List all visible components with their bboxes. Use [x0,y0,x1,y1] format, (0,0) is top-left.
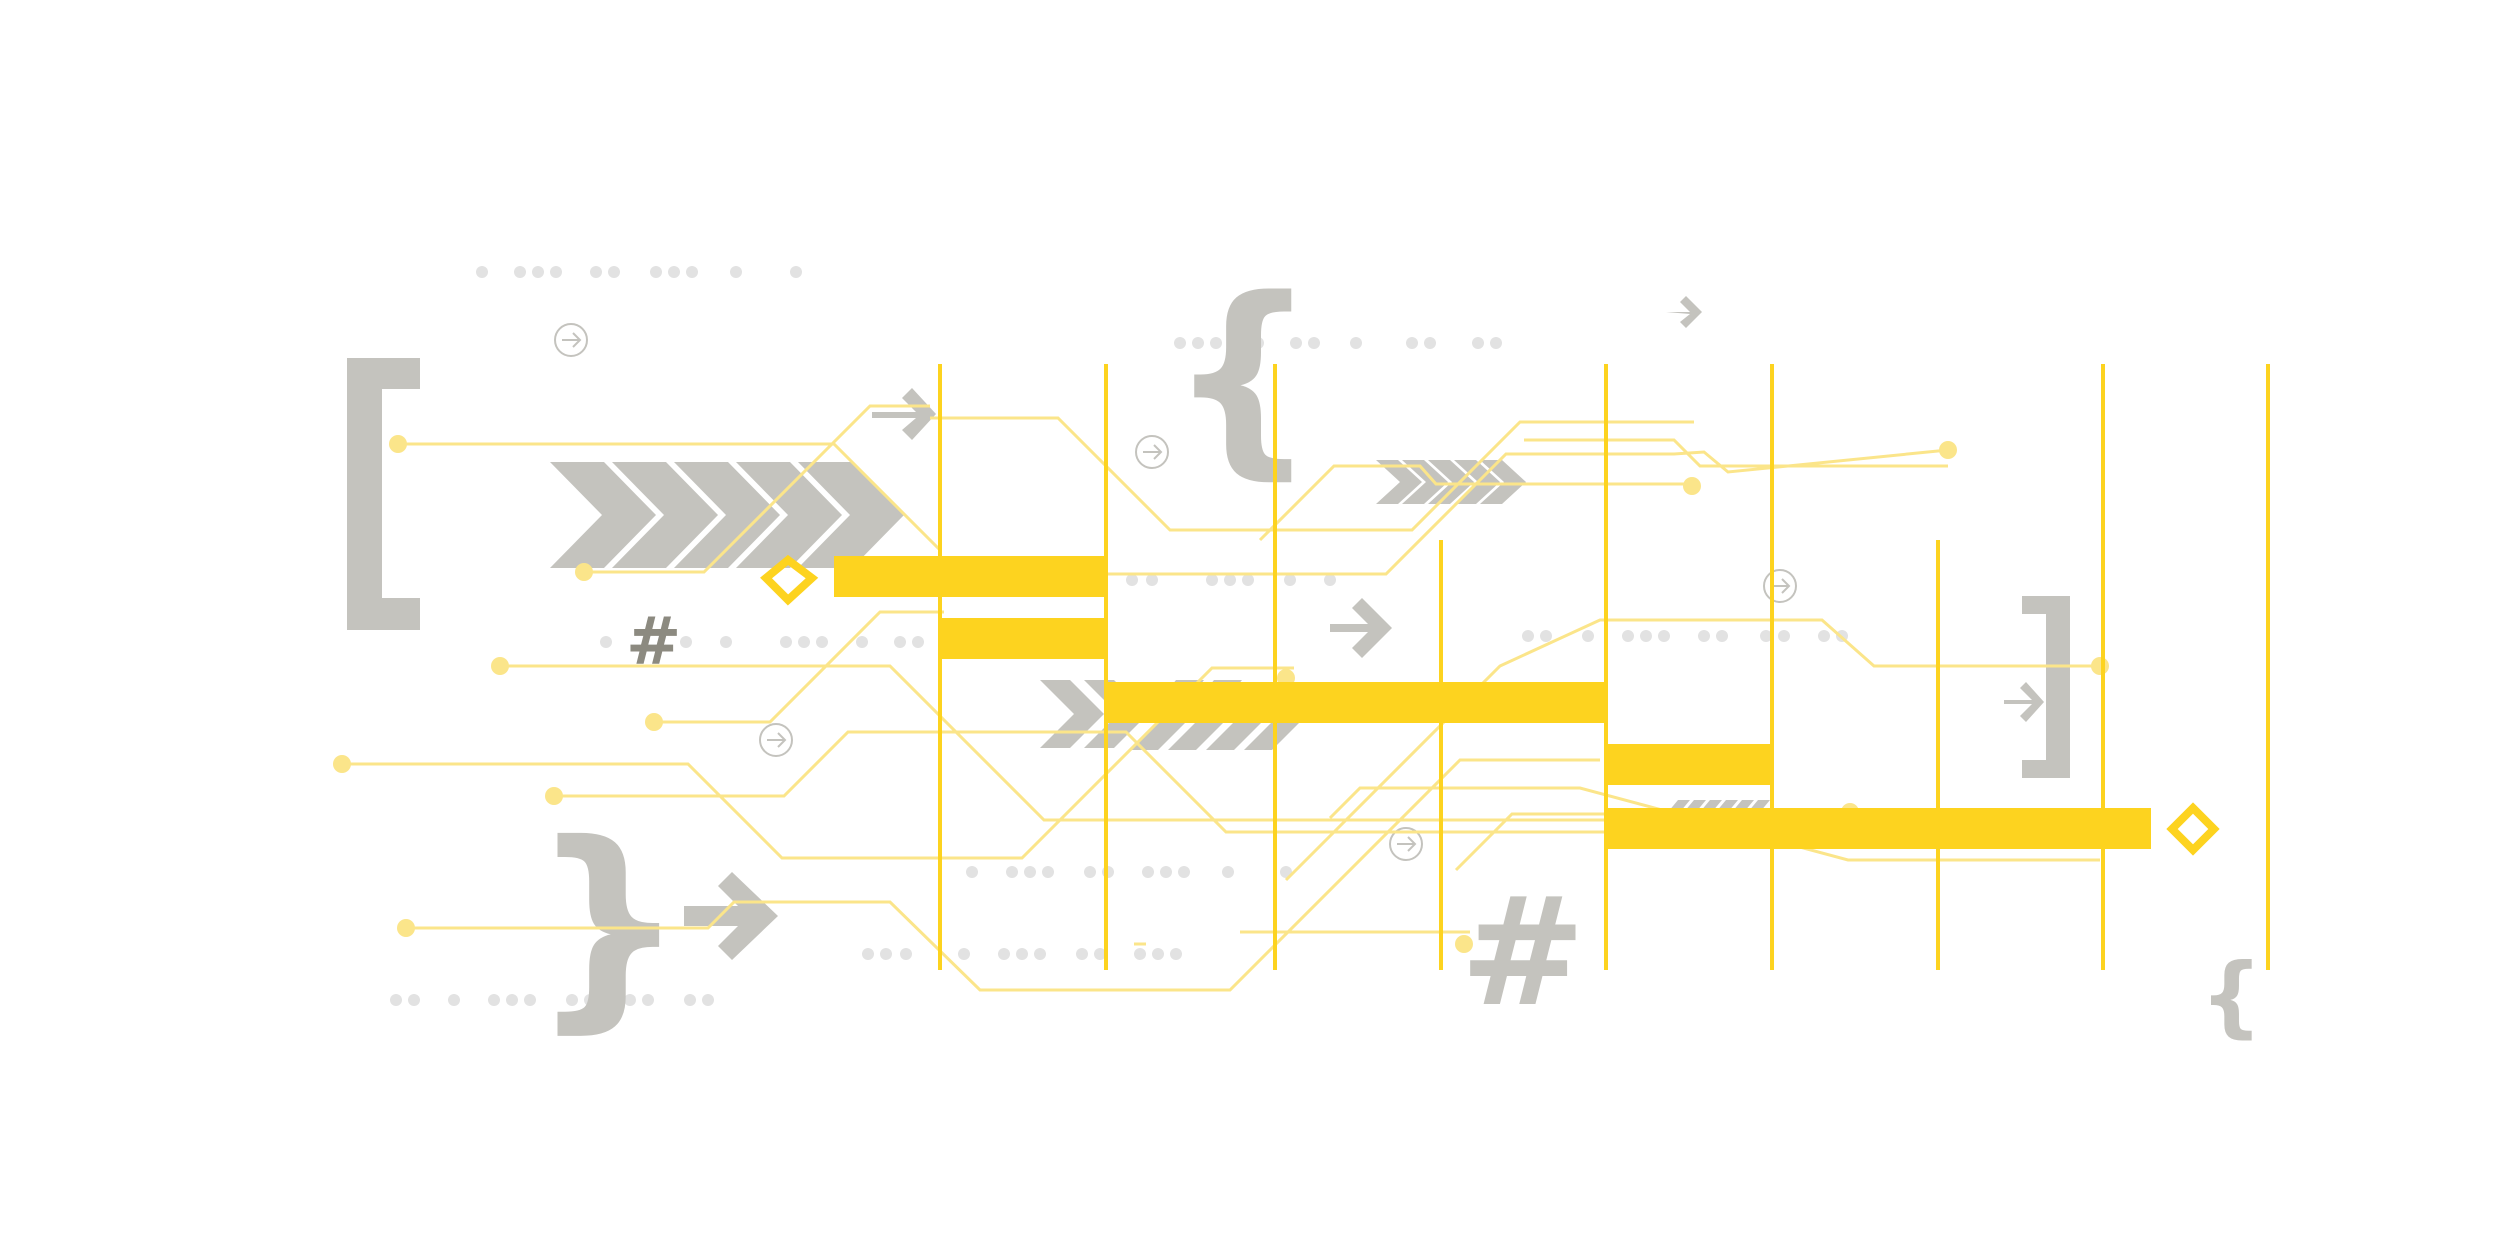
timeline-bar [1606,744,1772,785]
timeline-bars [834,556,2151,849]
open-bracket-icon [347,358,420,630]
chevron-arrow-icon [550,462,904,568]
circle-arrow-icon [1135,435,1169,469]
arrow-right-icon [872,388,936,440]
dot-rows [390,266,1848,1006]
chevron-arrow-icon [1376,460,1526,504]
diamond-icon [2166,802,2220,856]
brace-close-glyph: } [530,796,687,1052]
vertical-gridlines [938,364,2270,970]
hash-icon: # [626,603,681,680]
circle-arrow-icon [759,723,793,757]
brace-open-glyph: { [2200,944,2263,1047]
dot-row-right [1522,630,1848,642]
dot-row-bottom-mid [862,948,1182,960]
dot-row-top [476,266,802,278]
circle-arrow-icon [1763,569,1797,603]
arrow-right-icon [1666,296,1702,328]
arrow-right-icon [684,872,778,960]
dot-row-left [600,636,924,648]
arrow-right-icon [2004,682,2044,722]
circle-arrow-icon [554,323,588,357]
arrow-right-icon [1330,598,1392,658]
timeline-bar [1106,682,1606,723]
diamond-icon [760,554,819,606]
dot-row-lower [966,866,1292,878]
circle-arrow-icons [554,323,1797,861]
circle-arrow-icon [1389,827,1423,861]
dot-row-brace [1174,337,1502,349]
timeline-bar [1606,808,2151,849]
connector-dots [333,435,2109,953]
dot-row-mid [1126,574,1336,586]
close-bracket-icon [2022,596,2070,778]
timeline-bar [940,618,1106,659]
brace-open-glyph: { [1168,253,1318,498]
diamonds [760,554,2220,856]
dot-row-bottom-left [390,994,714,1006]
gray-decor [347,296,2070,960]
hash-icon: # [1460,866,1586,1040]
timeline-bar [834,556,1106,597]
